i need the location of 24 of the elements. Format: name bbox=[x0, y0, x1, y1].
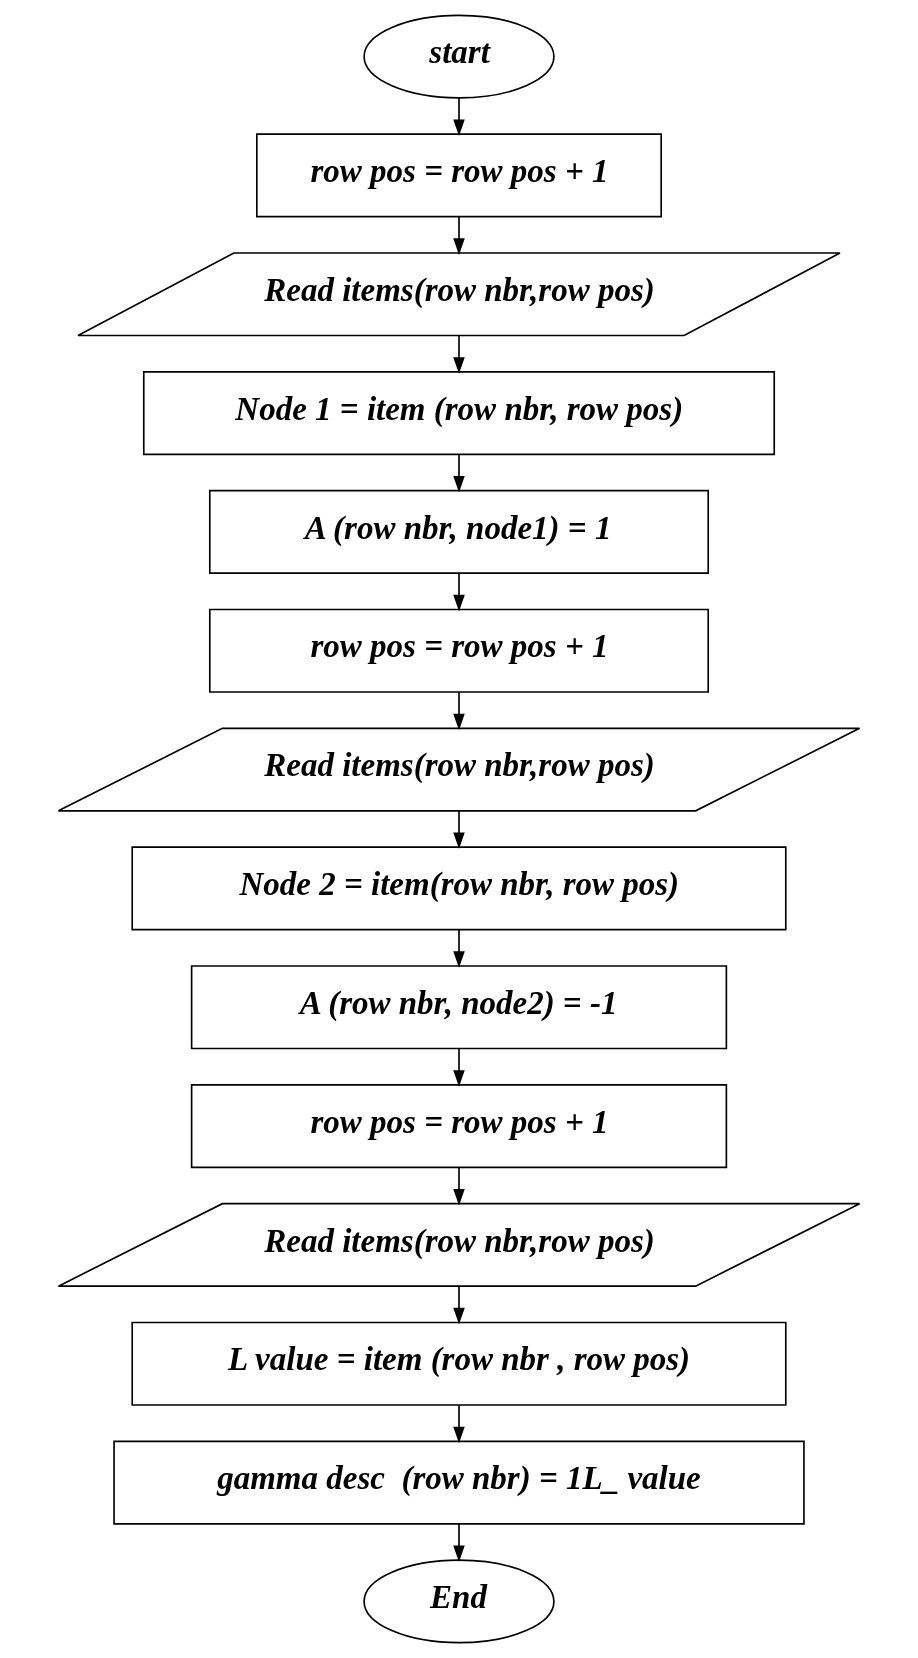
node-ellipse: End bbox=[363, 1559, 555, 1644]
arrow bbox=[453, 216, 465, 255]
arrow bbox=[453, 810, 465, 850]
arrow bbox=[453, 572, 465, 612]
node-box: row pos = row pos + 1 bbox=[190, 1084, 728, 1169]
node-box: gamma desc (row nbr) = 1L_ value bbox=[113, 1440, 805, 1525]
node-box: row pos = row pos + 1 bbox=[208, 608, 710, 693]
node-box: row pos = row pos + 1 bbox=[256, 133, 662, 218]
arrow bbox=[453, 1285, 465, 1325]
node-box: A (row nbr, node2) = -1 bbox=[190, 965, 728, 1050]
arrow bbox=[453, 1166, 465, 1206]
arrow bbox=[453, 97, 465, 137]
arrow bbox=[453, 929, 465, 968]
arrow bbox=[453, 1523, 465, 1563]
arrow bbox=[453, 334, 465, 374]
node-box: L value = item (row nbr , row pos) bbox=[131, 1321, 787, 1406]
node-box: Node 2 = item(row nbr, row pos) bbox=[131, 846, 787, 931]
node-ellipse: start bbox=[363, 14, 555, 99]
arrow bbox=[453, 691, 465, 731]
arrow bbox=[453, 453, 465, 493]
arrow bbox=[453, 1404, 465, 1444]
node-box: Node 1 = item (row nbr, row pos) bbox=[142, 371, 776, 456]
node-box: A (row nbr, node1) = 1 bbox=[208, 489, 710, 574]
arrow bbox=[453, 1047, 465, 1087]
